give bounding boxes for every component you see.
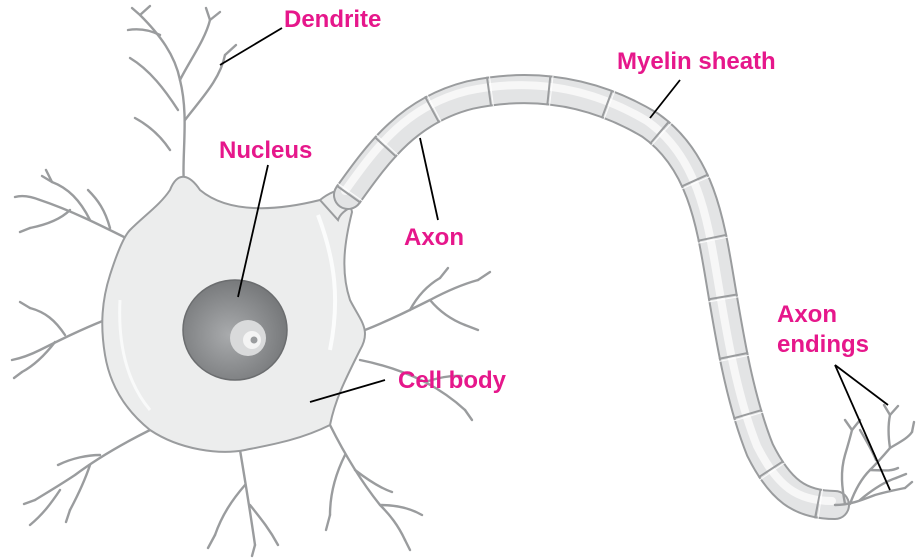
leader-myelin [650, 80, 680, 118]
label-cell-body: Cell body [398, 367, 506, 395]
leader-dendrite [220, 28, 282, 65]
leader-axon [420, 138, 438, 220]
label-nucleus: Nucleus [219, 137, 312, 165]
nucleus-shape [183, 280, 287, 380]
label-axon-endings-line2: endings [777, 331, 869, 359]
label-dendrite: Dendrite [284, 6, 381, 34]
label-axon: Axon [404, 224, 464, 252]
label-axon-endings-line1: Axon [777, 301, 837, 329]
label-myelin-sheath: Myelin sheath [617, 48, 776, 76]
